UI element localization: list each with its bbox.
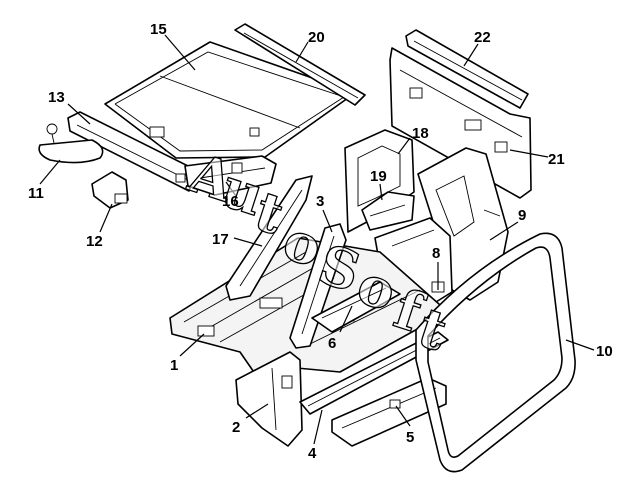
part-17-a-pillar xyxy=(225,175,313,301)
callout-labels: 15 20 13 11 12 16 17 3 22 18 19 21 9 8 6… xyxy=(28,21,613,462)
callout-10: 9 xyxy=(518,207,526,224)
callout-22: 22 xyxy=(474,29,491,46)
callout-13: 13 xyxy=(48,89,65,106)
leader-10 xyxy=(489,221,519,241)
callout-1: 1 xyxy=(170,357,178,374)
callout-9: 10 xyxy=(596,343,613,360)
callout-2: 2 xyxy=(232,419,240,436)
callout-18: 20 xyxy=(308,29,325,46)
leader-16 xyxy=(225,181,237,197)
leader-17 xyxy=(233,237,263,247)
part-3-b-pillar xyxy=(289,223,347,349)
leader-13 xyxy=(67,103,91,125)
callout-4: 4 xyxy=(308,445,317,462)
callout-21: 21 xyxy=(548,151,565,168)
leader-5 xyxy=(339,305,353,333)
part-9-door-seal xyxy=(415,232,576,473)
leader-22 xyxy=(463,43,479,67)
leader-12 xyxy=(99,203,113,233)
leader-9 xyxy=(565,339,595,351)
callout-15: 15 xyxy=(150,21,167,38)
callout-12: 12 xyxy=(86,233,103,250)
callout-16: 16 xyxy=(222,193,239,210)
part-18-roof-rail xyxy=(234,23,366,106)
leader-4 xyxy=(313,409,323,445)
part-20-pillar-reinforcement xyxy=(361,191,415,231)
callout-6: 5 xyxy=(406,429,414,446)
callout-20: 19 xyxy=(370,168,387,185)
leader-11 xyxy=(39,159,61,185)
part-12-grab-handle xyxy=(91,171,129,209)
part-19-rear-corner-pillar xyxy=(344,129,415,233)
callout-3: 3 xyxy=(316,193,324,210)
leader-21 xyxy=(509,149,549,158)
part-15-roof-panel xyxy=(104,41,356,159)
part-2-front-side-panel xyxy=(235,351,303,447)
callout-17: 17 xyxy=(212,231,229,248)
callout-5: 6 xyxy=(328,335,336,352)
leader-1 xyxy=(179,333,205,357)
leader-15 xyxy=(164,34,196,71)
leader-20 xyxy=(379,183,383,201)
part-21-rear-panel xyxy=(389,47,532,199)
callout-19: 18 xyxy=(412,125,429,142)
leader-18 xyxy=(295,41,309,63)
leader-2 xyxy=(245,403,269,419)
leader-6 xyxy=(395,405,411,427)
part-5-crossmember xyxy=(311,281,401,333)
watermark: A u t o S o f t xyxy=(180,140,455,365)
leader-lines xyxy=(39,34,595,445)
part-22-rear-upper-panel xyxy=(405,29,529,109)
callout-11: 11 xyxy=(28,185,44,202)
leader-3 xyxy=(322,209,333,233)
callout-8: 8 xyxy=(432,245,440,262)
leader-19 xyxy=(397,137,411,155)
part-16-roof-bow xyxy=(184,155,277,196)
part-11-sun-visor xyxy=(38,123,104,164)
